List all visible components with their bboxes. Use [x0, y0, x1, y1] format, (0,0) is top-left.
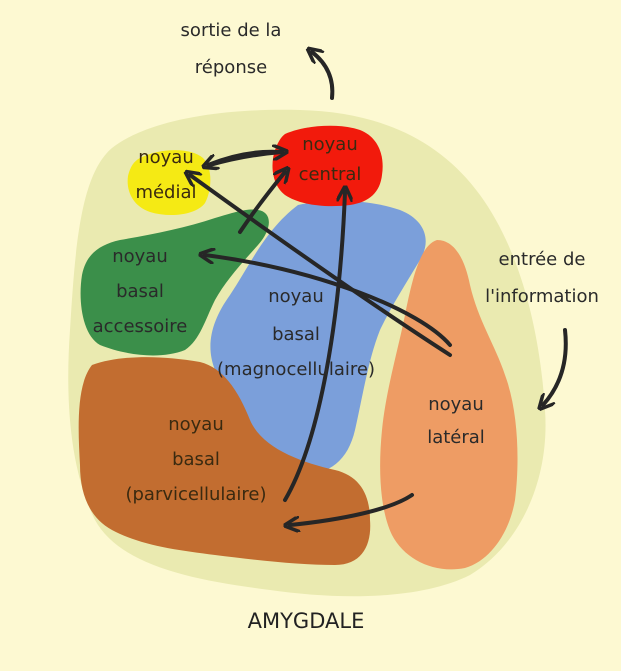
input-label-line2: l'information	[485, 286, 599, 307]
arrow-medial-to-central	[208, 152, 282, 167]
medial-nucleus	[127, 150, 211, 215]
central-nucleus	[272, 125, 383, 207]
magno-label-line3: (magnocellulaire)	[217, 359, 375, 380]
magno-label-line1: noyau	[268, 286, 324, 307]
arrow-accessoire-to-central	[238, 172, 285, 234]
arrow-parvicellular-to-central	[283, 192, 345, 502]
lateral-label-line2: latéral	[427, 427, 485, 448]
arrow-lateral-to-parvicellular	[290, 493, 414, 525]
accessoire-label-line3: accessoire	[93, 316, 188, 337]
central-label-line1: noyau	[302, 134, 358, 155]
parvi-label-line3: (parvicellulaire)	[125, 484, 266, 505]
central-label-line2: central	[299, 164, 362, 185]
output-label-line2: réponse	[195, 57, 267, 78]
magno-label-line2: basal	[272, 324, 320, 345]
arrow-output	[312, 52, 335, 100]
parvi-label-line2: basal	[172, 449, 220, 470]
basal-parvicellular-nucleus	[78, 357, 371, 565]
basal-magnocellular-nucleus	[210, 200, 426, 475]
arrow-input	[543, 328, 568, 405]
output-label-line1: sortie de la	[181, 20, 282, 41]
accessoire-label-line1: noyau	[112, 246, 168, 267]
basal-accessoire-nucleus	[80, 209, 269, 356]
lateral-label-line1: noyau	[428, 394, 484, 415]
medial-label-line1: noyau	[138, 147, 194, 168]
diagram-title: AMYGDALE	[248, 609, 365, 633]
accessoire-label-line2: basal	[116, 281, 164, 302]
arrow-lateral-to-medial	[190, 175, 452, 357]
medial-label-line2: médial	[135, 182, 196, 203]
arrow-lateral-to-accessoire	[205, 255, 452, 347]
input-label-line1: entrée de	[499, 249, 586, 270]
parvi-label-line1: noyau	[168, 414, 224, 435]
lateral-nucleus	[380, 240, 518, 570]
